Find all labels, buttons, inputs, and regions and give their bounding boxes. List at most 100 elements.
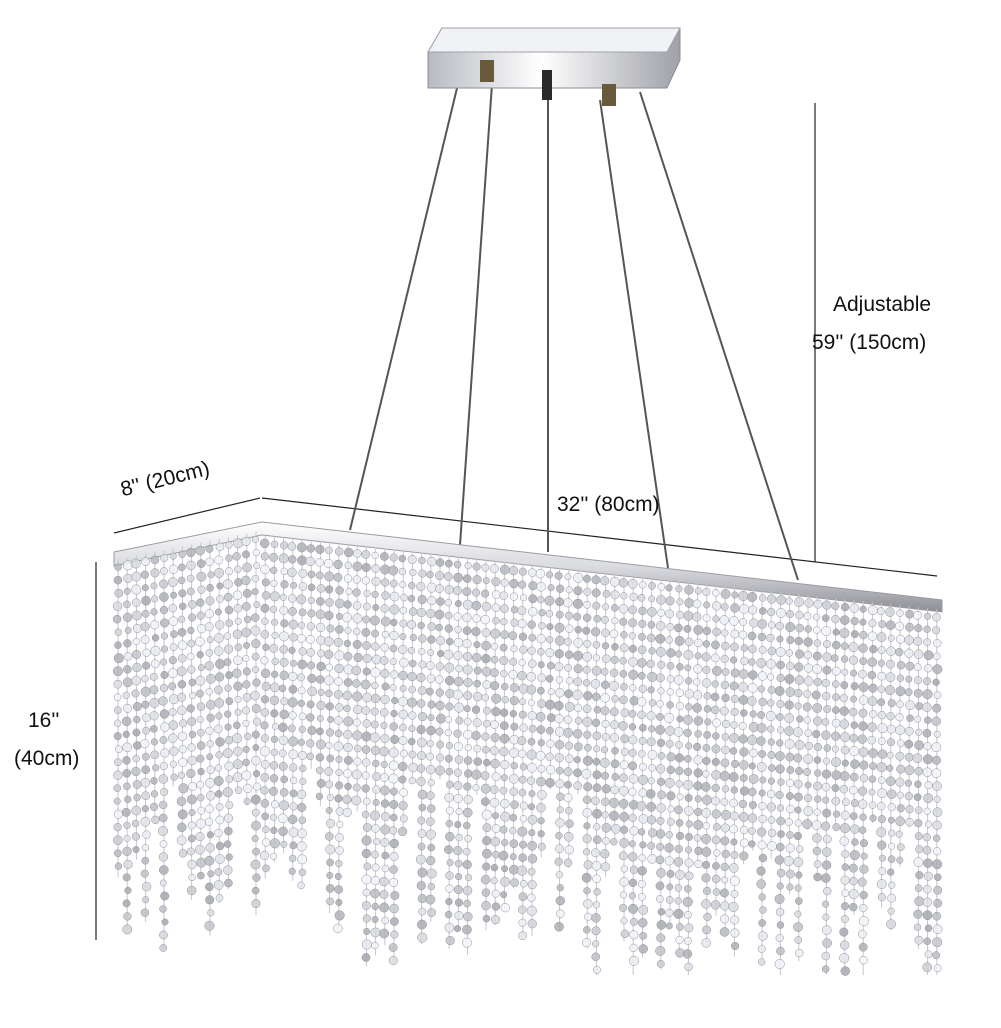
crystal-strand xyxy=(544,566,556,790)
crystal-strand xyxy=(305,540,317,769)
crystal-strand xyxy=(315,541,326,806)
crystal-strand xyxy=(351,545,363,812)
crystal-strand xyxy=(232,535,244,795)
crystal-strand xyxy=(646,577,658,864)
crystal-strand xyxy=(241,533,253,806)
crystal-strand xyxy=(728,586,740,957)
crystal-strand xyxy=(857,601,869,975)
crystal-strand xyxy=(461,557,473,956)
crystal-strand xyxy=(287,538,299,881)
crystal-strand xyxy=(811,596,823,882)
crystal-strand xyxy=(130,555,142,860)
crystal-strand xyxy=(627,575,639,975)
depth-dimension-line xyxy=(113,497,261,534)
crystal-strand xyxy=(508,562,520,889)
crystal-strand xyxy=(140,553,152,922)
crystal-strand xyxy=(296,539,308,890)
crystal-strand xyxy=(572,569,584,795)
crystal-strand xyxy=(489,560,502,925)
adjustable-label: Adjustable xyxy=(833,293,932,316)
crystal-strand xyxy=(415,552,428,945)
crystal-strand xyxy=(157,550,170,952)
crystal-strand xyxy=(186,544,197,900)
crystal-strand xyxy=(931,609,943,975)
crystal-strand xyxy=(535,565,547,858)
crystal-strand xyxy=(398,550,409,837)
crystal-strand xyxy=(176,546,189,858)
crystal-chandelier-icon xyxy=(112,521,943,976)
crystal-strand xyxy=(443,555,455,949)
crystal-strand xyxy=(682,581,695,975)
crystal-strand xyxy=(655,578,667,970)
crystal-strand xyxy=(756,590,768,966)
crystal-strand xyxy=(360,546,372,967)
crystal-strand xyxy=(710,584,722,916)
crystal-strand xyxy=(195,542,207,880)
adjustable-length-label: 59'' (150cm) xyxy=(812,331,927,354)
crystal-strand xyxy=(388,549,400,966)
crystal-strand xyxy=(452,556,465,933)
crystal-strand xyxy=(922,608,934,975)
crystal-strand xyxy=(867,602,878,823)
crystal-strand xyxy=(471,558,483,795)
width-label: 32'' (80cm) xyxy=(557,493,660,516)
crystal-strand xyxy=(553,567,565,932)
crystal-strand xyxy=(884,604,897,931)
crystal-strand xyxy=(563,568,575,869)
crystal-strand xyxy=(848,600,860,915)
crystal-strand xyxy=(121,557,133,935)
crystal-strand xyxy=(701,583,712,948)
crystal-strand xyxy=(222,537,234,890)
crystal-strand xyxy=(498,561,511,913)
crystal-strand xyxy=(830,598,842,832)
crystal-strand xyxy=(876,603,888,908)
crystal-strand xyxy=(112,559,124,878)
crystal-strand xyxy=(213,538,226,904)
crystal-strand xyxy=(747,588,759,851)
crystal-strand xyxy=(783,593,796,895)
cable-line xyxy=(599,99,669,569)
crystal-strand xyxy=(912,607,925,950)
crystal-strand xyxy=(719,585,732,937)
crystal-strand xyxy=(839,599,851,976)
crystal-strand xyxy=(793,594,805,962)
cable-line xyxy=(459,83,493,546)
crystal-strand xyxy=(590,571,602,975)
crystal-strand xyxy=(425,553,437,922)
dimension-lines xyxy=(95,103,938,940)
crystal-strand xyxy=(406,551,418,785)
crystal-strand xyxy=(904,606,915,828)
ceiling-canopy-icon xyxy=(427,27,681,106)
crystal-strand xyxy=(342,544,354,818)
crystal-strand xyxy=(434,554,446,780)
crystal-strand xyxy=(516,563,529,941)
crystal-strand xyxy=(738,587,750,864)
crystal-strand xyxy=(608,573,621,846)
height-cm-label: (40cm) xyxy=(14,747,80,770)
crystal-strand xyxy=(259,535,271,879)
crystal-strand xyxy=(323,542,336,913)
crystal-strand xyxy=(895,605,906,867)
crystal-strand xyxy=(333,543,345,934)
crystal-strand xyxy=(204,540,216,936)
crystal-strand xyxy=(149,551,161,825)
crystal-strand xyxy=(765,591,777,859)
crystal-strand xyxy=(774,592,787,975)
crystal-strand xyxy=(250,531,261,915)
crystal-strand xyxy=(268,536,280,863)
cable-line xyxy=(349,83,459,531)
crystal-strand xyxy=(664,579,676,930)
crystal-strand xyxy=(480,559,492,931)
crystal-strand xyxy=(167,548,179,787)
crystal-strand xyxy=(369,547,382,956)
crystal-strands xyxy=(112,531,943,976)
crystal-strand xyxy=(618,574,630,942)
cable-line xyxy=(639,91,799,581)
crystal-strand xyxy=(277,537,290,854)
crystal-strand xyxy=(821,597,832,975)
crystal-strand xyxy=(379,548,391,946)
crystal-strand xyxy=(673,580,685,958)
suspension-cables xyxy=(349,83,799,581)
